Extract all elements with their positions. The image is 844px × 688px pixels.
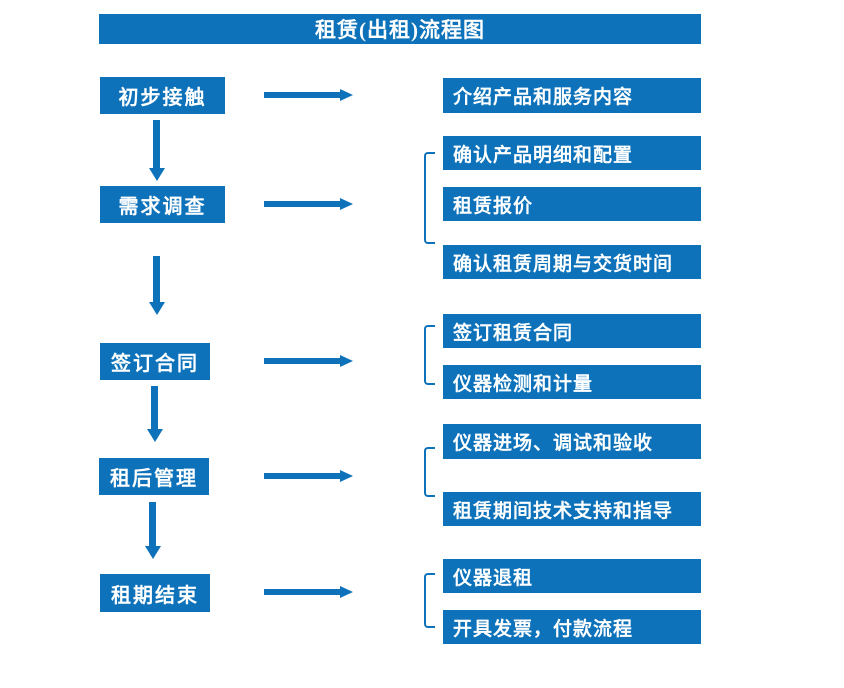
output-label: 签订租赁合同 xyxy=(453,322,574,344)
arrow-body xyxy=(264,589,340,595)
output-box-confirm-rental-period: 确认租赁周期与交货时间 xyxy=(443,245,701,279)
arrow-head xyxy=(144,546,161,559)
group-bracket-icon xyxy=(424,447,435,497)
output-label: 介绍产品和服务内容 xyxy=(453,87,634,108)
output-label: 开具发票，付款流程 xyxy=(453,618,634,640)
arrow-head xyxy=(340,586,353,598)
output-box-instrument-return: 仪器退租 xyxy=(443,559,701,593)
arrow-body xyxy=(149,502,156,546)
arrow-right-icon xyxy=(264,198,353,210)
arrow-body xyxy=(264,473,340,479)
arrow-right-icon xyxy=(264,470,353,482)
output-box-rental-quotation: 租赁报价 xyxy=(443,187,701,221)
arrow-right-icon xyxy=(264,355,353,367)
output-box-technical-support: 租赁期间技术支持和指导 xyxy=(443,492,701,526)
arrow-body xyxy=(264,201,340,207)
arrow-down-icon xyxy=(146,386,163,442)
arrow-head xyxy=(148,302,165,315)
output-box-introduce-products: 介绍产品和服务内容 xyxy=(443,78,701,113)
arrow-body xyxy=(153,256,160,302)
output-label: 租赁报价 xyxy=(453,195,534,217)
arrow-down-icon xyxy=(144,502,161,559)
step-box-demand-survey: 需求调查 xyxy=(100,186,225,223)
arrow-head xyxy=(340,198,353,210)
arrow-head xyxy=(340,355,353,367)
output-label: 仪器退租 xyxy=(453,567,534,589)
output-box-confirm-product-details: 确认产品明细和配置 xyxy=(443,136,701,170)
group-bracket-icon xyxy=(424,152,435,244)
arrow-body xyxy=(264,358,340,364)
output-label: 仪器进场、调试和验收 xyxy=(453,433,654,454)
group-bracket-icon xyxy=(424,325,435,385)
arrow-down-icon xyxy=(148,256,165,315)
output-label: 租赁期间技术支持和指导 xyxy=(453,500,674,522)
arrow-down-icon xyxy=(148,120,165,181)
step-box-initial-contact: 初步接触 xyxy=(100,77,225,114)
group-bracket-icon xyxy=(424,573,435,628)
output-label: 确认产品明细和配置 xyxy=(453,144,634,166)
arrow-head xyxy=(148,168,165,181)
arrow-head xyxy=(340,470,353,482)
arrow-head xyxy=(146,429,163,442)
step-label: 租期结束 xyxy=(111,584,199,607)
output-box-sign-rental-contract: 签订租赁合同 xyxy=(443,314,701,348)
arrow-head xyxy=(340,89,353,101)
output-box-instrument-testing: 仪器检测和计量 xyxy=(443,365,701,399)
step-label: 初步接触 xyxy=(118,87,207,109)
output-label: 仪器检测和计量 xyxy=(453,373,594,395)
arrow-body xyxy=(151,386,158,429)
step-label: 租后管理 xyxy=(110,468,198,490)
title-bar: 租赁(出租)流程图 xyxy=(99,14,701,44)
step-box-rental-end: 租期结束 xyxy=(100,574,210,612)
step-box-post-rental-management: 租后管理 xyxy=(99,458,209,495)
arrow-body xyxy=(153,120,160,168)
output-box-instrument-entry-acceptance: 仪器进场、调试和验收 xyxy=(443,424,701,459)
step-label: 签订合同 xyxy=(111,353,199,375)
diagram-title: 租赁(出租)流程图 xyxy=(315,18,485,42)
output-box-invoice-payment: 开具发票，付款流程 xyxy=(443,610,701,644)
arrow-body xyxy=(264,92,340,98)
step-box-sign-contract: 签订合同 xyxy=(100,343,210,380)
arrow-right-icon xyxy=(264,89,353,101)
output-label: 确认租赁周期与交货时间 xyxy=(453,253,674,275)
step-label: 需求调查 xyxy=(118,196,207,218)
arrow-right-icon xyxy=(264,586,353,598)
